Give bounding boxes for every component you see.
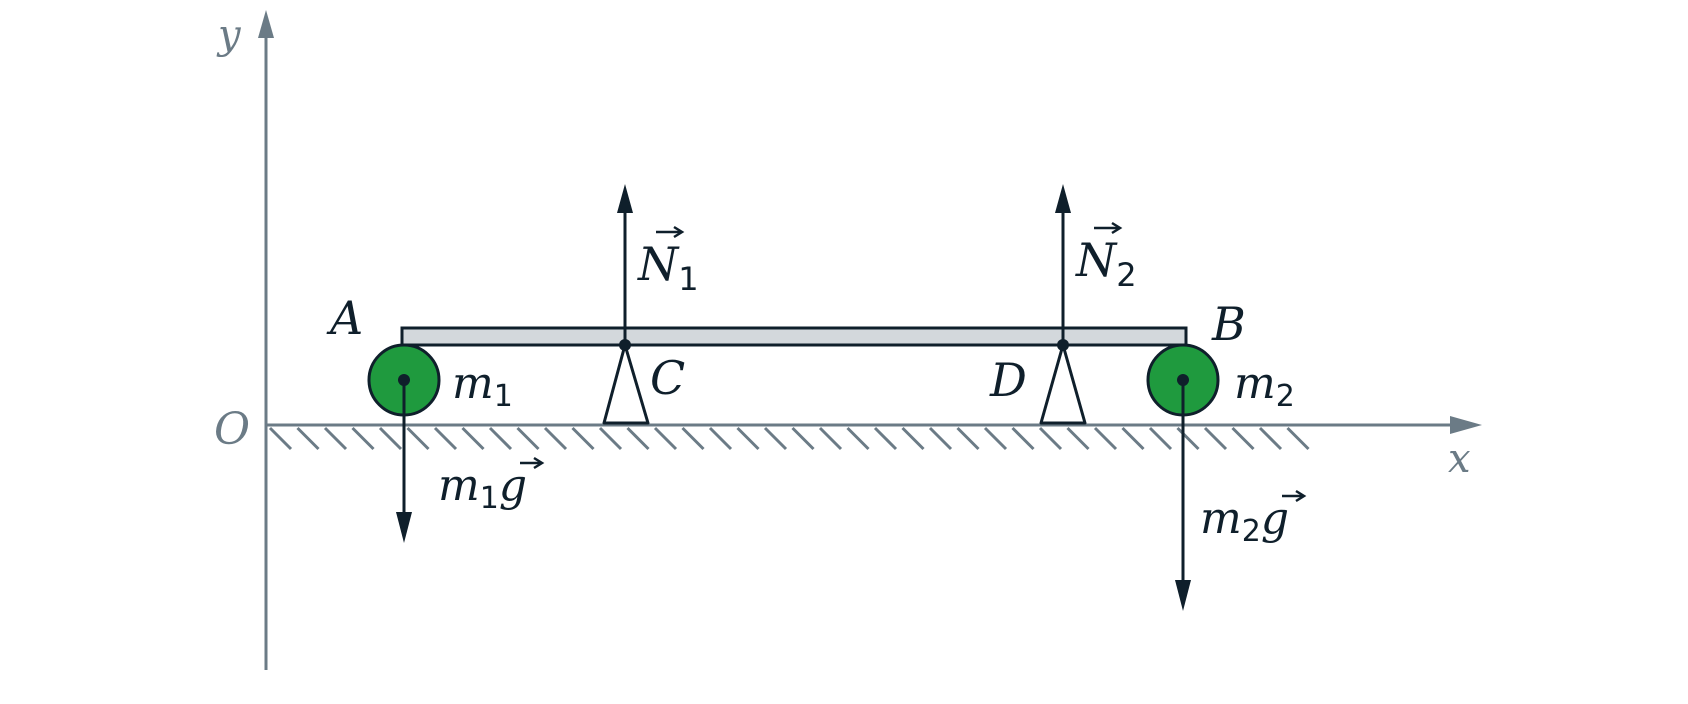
- mass-m2-label: m2: [1234, 358, 1295, 414]
- force-n1-arrow: [617, 184, 633, 345]
- hatch-mark: [296, 426, 320, 451]
- hatch-mark: [1231, 426, 1255, 451]
- hatch-mark: [351, 426, 375, 451]
- force-m2g-arrow: [1175, 380, 1191, 611]
- point-d-label: D: [989, 353, 1027, 407]
- hatch-mark: [1121, 426, 1145, 451]
- hatch-mark: [763, 426, 788, 451]
- x-axis: [266, 416, 1482, 434]
- y-axis-label: y: [216, 12, 242, 58]
- hatch-mark: [461, 426, 485, 451]
- point-c-dot: [619, 339, 631, 351]
- hatch-mark: [1203, 426, 1228, 451]
- hatch-mark: [791, 426, 815, 451]
- mass-m2-center-dot: [1177, 374, 1189, 386]
- hatch-mark: [1258, 426, 1283, 451]
- point-d-dot: [1057, 339, 1069, 351]
- point-b-label: B: [1211, 297, 1246, 351]
- svg-text:m2g: m2g: [1200, 493, 1289, 549]
- force-n2-label: N2: [1075, 221, 1137, 294]
- hatch-mark: [378, 426, 403, 451]
- force-n1-label: N1: [637, 225, 699, 298]
- hatch-mark: [488, 426, 513, 451]
- hatch-mark: [1176, 426, 1200, 451]
- force-m1g-arrow: [396, 380, 412, 543]
- hatch-mark: [736, 426, 760, 451]
- hatch-mark: [1148, 426, 1173, 451]
- ground-hatching: [268, 426, 1310, 451]
- svg-text:m1g: m1g: [438, 460, 527, 516]
- hatch-mark: [653, 426, 678, 451]
- hatch-mark: [406, 426, 430, 451]
- hatch-mark: [928, 426, 953, 451]
- hatch-mark: [983, 426, 1008, 451]
- hatch-mark: [571, 426, 595, 451]
- hatch-mark: [543, 426, 568, 451]
- hatch-mark: [516, 426, 540, 451]
- hatch-mark: [268, 426, 293, 451]
- force-m1g-label: m1g: [438, 456, 545, 516]
- hatch-mark: [626, 426, 650, 451]
- hatch-mark: [681, 426, 705, 451]
- hatch-mark: [818, 426, 843, 451]
- hatch-mark: [708, 426, 733, 451]
- force-m2g-label: m2g: [1200, 489, 1307, 549]
- hatch-mark: [1011, 426, 1035, 451]
- hatch-mark: [1286, 426, 1310, 451]
- y-axis: [258, 10, 274, 670]
- mass-m1-center-dot: [398, 374, 410, 386]
- hatch-mark: [846, 426, 870, 451]
- hatch-mark: [598, 426, 623, 451]
- support-d: [1039, 343, 1087, 425]
- point-c-label: C: [650, 351, 685, 405]
- force-n2-arrow: [1055, 184, 1071, 345]
- origin-label: O: [214, 404, 250, 455]
- hatch-mark: [873, 426, 898, 451]
- hatch-mark: [1066, 426, 1090, 451]
- svg-text:N1: N1: [637, 237, 699, 298]
- support-c: [602, 343, 650, 425]
- svg-text:N2: N2: [1075, 233, 1137, 294]
- beam: [400, 326, 1188, 347]
- hatch-mark: [1093, 426, 1118, 451]
- hatch-mark: [901, 426, 925, 451]
- mass-m1-label: m1: [452, 358, 513, 414]
- hatch-mark: [1038, 426, 1063, 451]
- hatch-mark: [433, 426, 458, 451]
- hatch-mark: [323, 426, 348, 451]
- point-a-label: A: [326, 291, 363, 345]
- x-axis-label: x: [1448, 436, 1471, 482]
- hatch-mark: [956, 426, 980, 451]
